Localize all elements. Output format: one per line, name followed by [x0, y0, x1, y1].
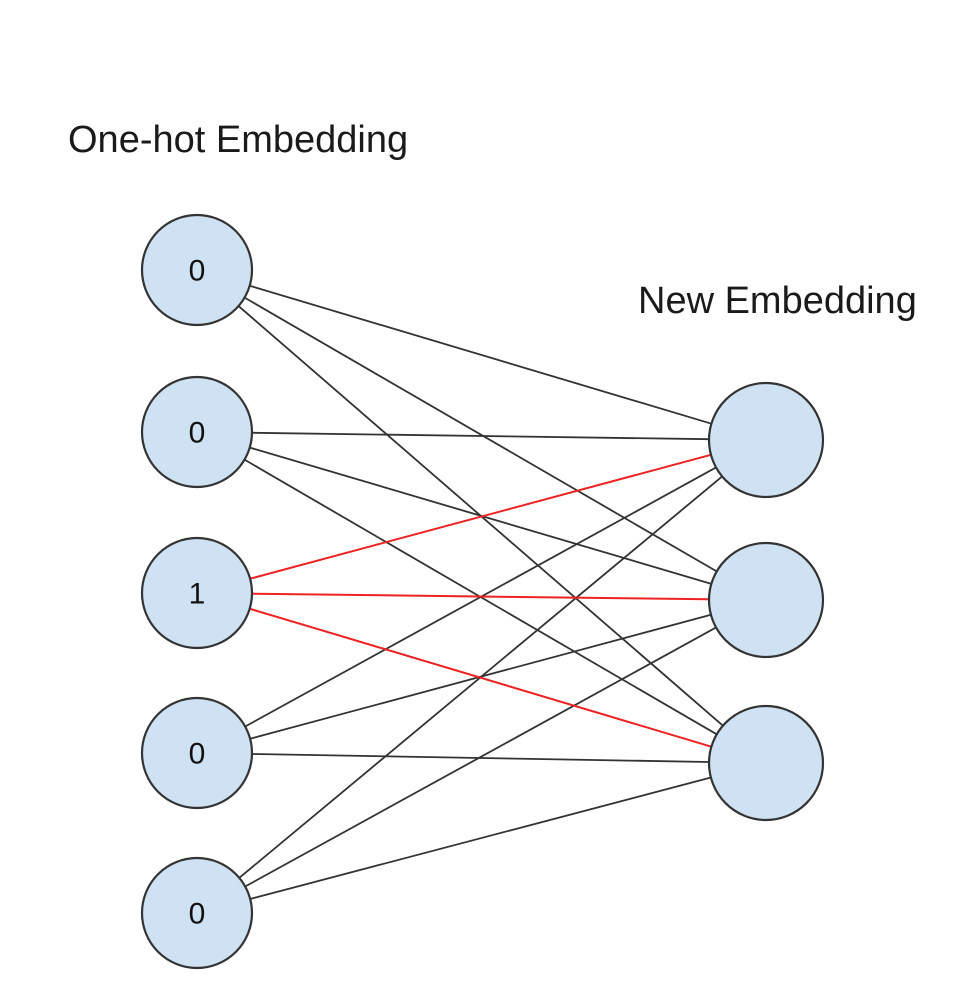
node-circle[interactable] — [140, 696, 254, 810]
node-value-label: 0 — [189, 898, 206, 931]
output-node[interactable] — [707, 541, 825, 659]
node-value-label: 0 — [189, 738, 206, 771]
output-layer-title: New Embedding — [638, 280, 917, 322]
node-circle[interactable] — [707, 704, 825, 822]
input-node[interactable]: 1 — [140, 536, 254, 650]
input-node[interactable]: 0 — [140, 213, 254, 327]
edge — [251, 431, 710, 441]
node-value-label: 0 — [189, 417, 206, 450]
node-circle[interactable] — [140, 536, 254, 650]
node-circle[interactable] — [140, 856, 254, 970]
edge-highlighted — [250, 592, 711, 601]
edge-highlighted — [249, 453, 712, 580]
edge — [243, 296, 718, 573]
edge — [244, 626, 717, 888]
input-layer-title: One-hot Embedding — [68, 119, 408, 161]
node-circle[interactable] — [707, 381, 825, 499]
node-layer: 0 0 1 0 0 — [140, 213, 825, 970]
edge — [249, 776, 712, 900]
input-node[interactable]: 0 — [140, 375, 254, 489]
output-node[interactable] — [707, 381, 825, 499]
input-node[interactable]: 0 — [140, 696, 254, 810]
edge — [248, 284, 713, 425]
node-circle[interactable] — [140, 375, 254, 489]
edge — [248, 446, 713, 585]
input-node[interactable]: 0 — [140, 856, 254, 970]
edge-highlighted — [248, 607, 713, 748]
node-circle[interactable] — [707, 541, 825, 659]
node-value-label: 1 — [189, 578, 206, 611]
output-node[interactable] — [707, 704, 825, 822]
node-value-label: 0 — [189, 255, 206, 288]
node-circle[interactable] — [140, 213, 254, 327]
edge-layer — [237, 284, 724, 900]
